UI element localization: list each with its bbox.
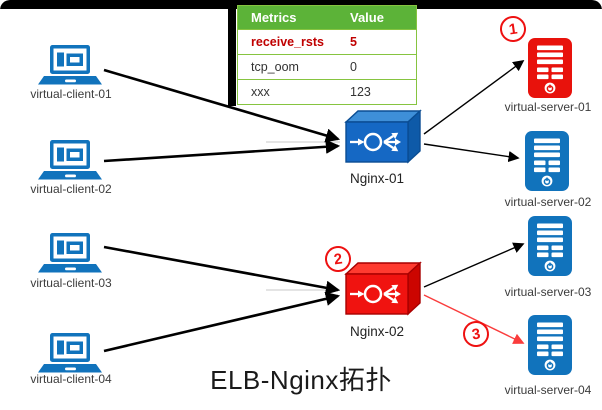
metrics-table-header: Metrics Value (238, 6, 416, 29)
metric-name: receive_rsts (251, 35, 324, 49)
server-icon (528, 315, 572, 375)
client-node-label: virtual-client-01 (30, 87, 112, 101)
server-node-label: virtual-server-04 (504, 383, 592, 397)
metric-value: 123 (350, 85, 371, 99)
metric-value: 5 (350, 35, 357, 49)
client-node-label: virtual-client-02 (30, 182, 112, 196)
metrics-header-cell: Metrics (251, 10, 297, 25)
metric-value: 0 (350, 60, 357, 74)
edge-nginx01-server01 (423, 60, 525, 135)
laptop-icon (38, 333, 102, 373)
server-icon (525, 131, 569, 191)
metrics-table: Metrics Value receive_rsts 5 tcp_oom 0 x… (237, 5, 417, 105)
laptop-icon (38, 140, 102, 180)
edge-nginx02-server03 (423, 242, 525, 288)
diagram-title: ELB-Nginx拓扑 (210, 365, 392, 395)
table-anchor-line (228, 0, 236, 106)
callout-1-badge: 1 (498, 14, 528, 44)
laptop-icon (38, 233, 102, 273)
edge-client04-nginx02 (103, 291, 341, 353)
load-balancer-icon (344, 261, 422, 316)
server-icon (528, 38, 572, 98)
server-icon (528, 216, 572, 276)
window-top-edge (0, 0, 602, 9)
load-balancer-label: Nginx-02 (349, 324, 405, 339)
load-balancer-icon (344, 109, 422, 164)
server-node-label: virtual-server-01 (504, 100, 592, 114)
load-balancer-label: Nginx-01 (349, 171, 405, 186)
table-row: tcp_oom 0 (238, 54, 416, 79)
laptop-icon (38, 45, 102, 85)
edge-client02-nginx01 (103, 139, 341, 163)
server-node-label: virtual-server-03 (504, 285, 592, 299)
callout-3-badge: 3 (461, 319, 491, 349)
server-node-label: virtual-server-02 (504, 195, 592, 209)
table-row: xxx 123 (238, 79, 416, 104)
edge-client03-nginx02 (103, 245, 341, 295)
edge-nginx01-server02 (423, 143, 520, 163)
table-row: receive_rsts 5 (238, 29, 416, 54)
client-node-label: virtual-client-03 (30, 276, 112, 290)
metric-name: xxx (251, 85, 270, 99)
value-header-cell: Value (350, 10, 384, 25)
metric-name: tcp_oom (251, 60, 299, 74)
client-node-label: virtual-client-04 (30, 372, 112, 386)
